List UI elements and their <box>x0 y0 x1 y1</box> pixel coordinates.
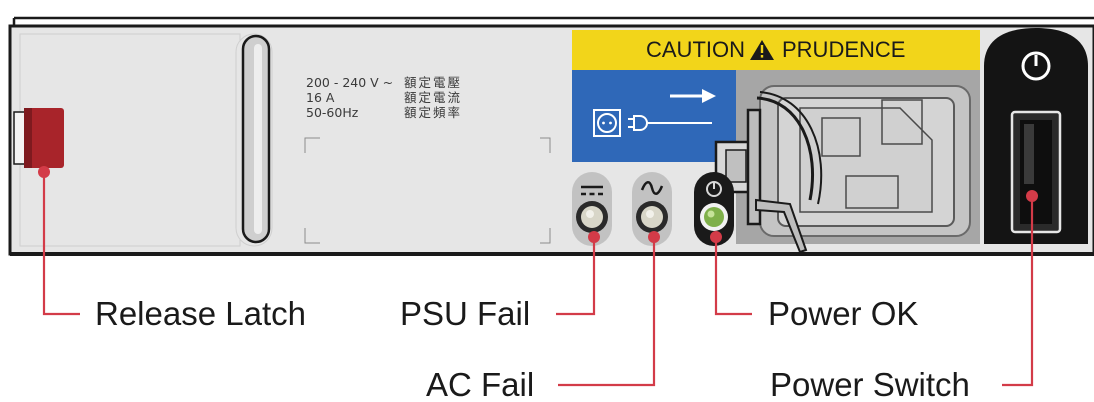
rating-voltage-cjk: 額定電壓 <box>404 75 463 90</box>
ac-fail-label: AC Fail <box>426 366 535 402</box>
release-latch-label: Release Latch <box>95 295 306 332</box>
prudence-text: PRUDENCE <box>782 37 906 62</box>
ac-fail-indicator <box>632 172 672 246</box>
rating-frequency-cjk: 額定頻率 <box>404 105 463 120</box>
dc-symbol-icon <box>581 185 603 196</box>
caution-banner <box>572 30 980 70</box>
power-switch-leader <box>1002 196 1034 387</box>
ac-inlet <box>736 70 980 244</box>
power-switch[interactable] <box>984 28 1088 244</box>
ac-fail-leader <box>558 237 656 387</box>
handle-slot <box>235 33 273 247</box>
cord-retention-clip <box>714 91 823 254</box>
power-switch-label: Power Switch <box>770 366 970 402</box>
ac-symbol-icon <box>640 181 664 195</box>
power-standby-icon <box>706 181 722 197</box>
release-latch[interactable] <box>13 108 64 178</box>
rating-current-cjk: 額定電流 <box>404 90 463 105</box>
caution-text: CAUTION <box>646 37 745 62</box>
power-ok-label: Power OK <box>768 295 919 332</box>
power-switch-standby-icon <box>1021 51 1051 81</box>
rating-voltage: 200 - 240 V ~ <box>306 75 394 90</box>
psu-fail-leader <box>556 237 596 316</box>
label-area <box>304 137 551 244</box>
rating-current: 16 A <box>306 90 335 105</box>
psu-fail-indicator <box>572 172 612 246</box>
inlet-label-blue <box>572 70 736 162</box>
warning-triangle-icon <box>750 40 774 60</box>
rating-frequency: 50-60Hz <box>306 105 359 120</box>
power-plug-icon <box>593 89 716 137</box>
release-latch-leader <box>42 172 80 316</box>
power-ok-indicator <box>694 172 734 246</box>
power-ok-leader <box>714 237 752 316</box>
callout-lines <box>42 172 1034 387</box>
psu-fail-label: PSU Fail <box>400 295 531 332</box>
